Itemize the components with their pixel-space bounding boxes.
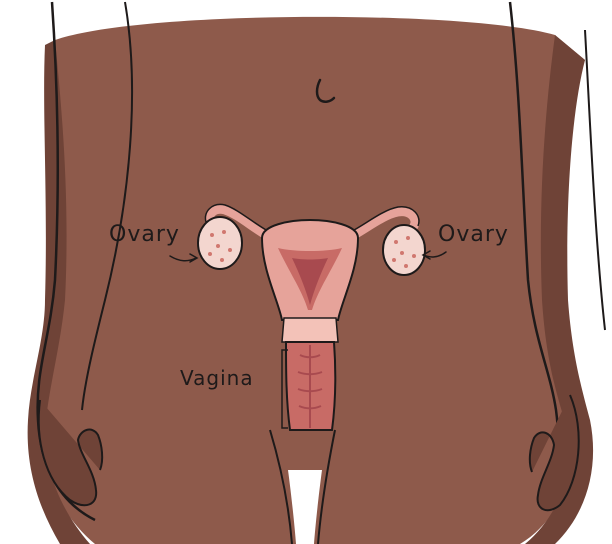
hip-line-right bbox=[585, 30, 605, 330]
label-ovary-right: Ovary bbox=[438, 222, 509, 247]
cervix bbox=[282, 318, 338, 342]
label-ovary-left: Ovary bbox=[109, 222, 180, 247]
ovary-right bbox=[383, 225, 425, 275]
ovary-left bbox=[198, 217, 242, 269]
label-vagina: Vagina bbox=[180, 366, 254, 390]
